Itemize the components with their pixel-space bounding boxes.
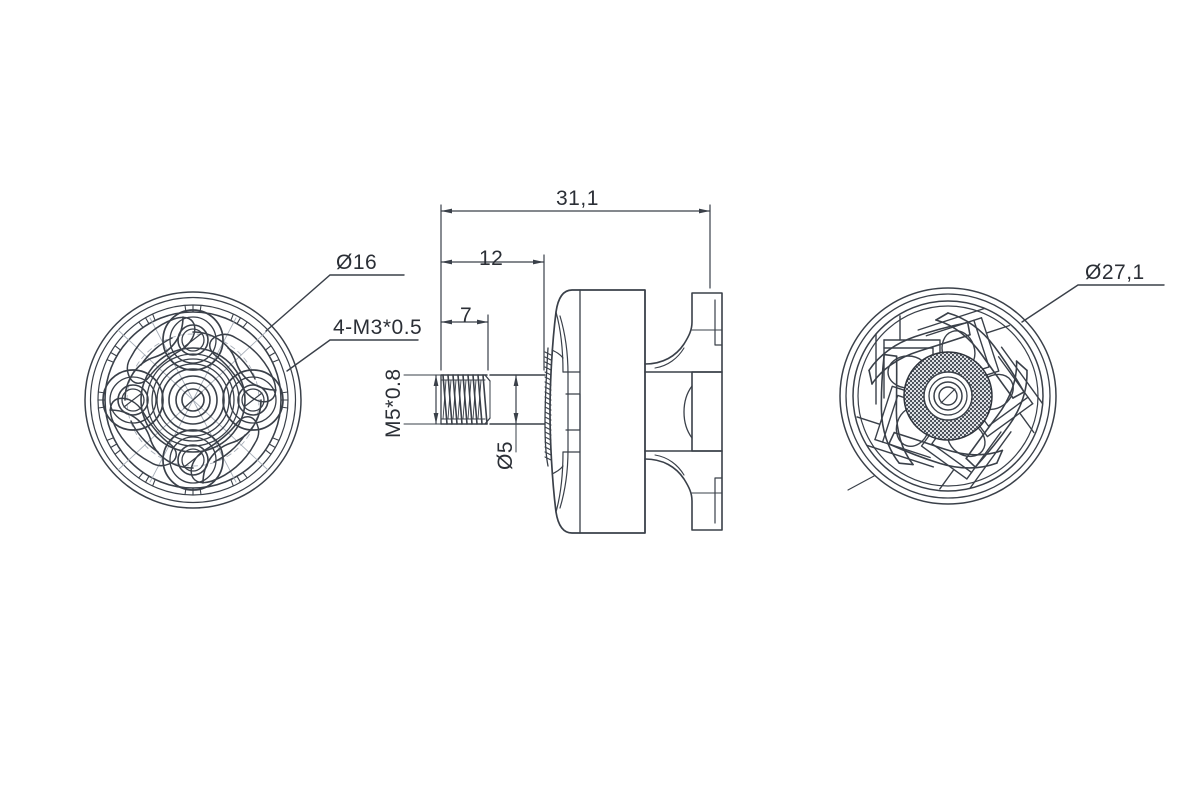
label-mount-thread: 4-M3*0.5 [333, 316, 422, 339]
bell-outer-circle [839, 287, 1057, 505]
left-view-annotations [265, 274, 419, 372]
leader-bell-diameter [1021, 284, 1165, 323]
thread-crests [442, 374, 488, 425]
bell-rim-inner-circle [857, 305, 1039, 487]
leader-mount-thread [286, 339, 419, 372]
label-thread-length: 7 [460, 304, 472, 327]
hub-slash [183, 391, 203, 409]
bell-outer-inner-circle [845, 293, 1051, 499]
label-bell-diameter: Ø27,1 [1085, 261, 1145, 284]
thread-roots [442, 379, 482, 420]
mounting-boss-south [162, 429, 224, 491]
outer-rim-inner-circle [89, 296, 297, 504]
bell-web-detail [551, 311, 581, 513]
motor-body-outline [549, 289, 646, 534]
middle-view-dimensions [403, 204, 711, 453]
label-shaft-protrusion: 12 [479, 247, 503, 270]
bell-edge-tick [847, 475, 875, 491]
label-shaft-thread: M5*0.8 [382, 368, 405, 438]
leader-bore-diameter [265, 274, 405, 332]
shaft-threaded-portion [440, 374, 488, 425]
label-shaft-diameter: Ø5 [494, 441, 517, 470]
middle-view-side-section [440, 289, 723, 534]
bell-spokes [868, 312, 1028, 469]
label-bore-diameter: Ø16 [336, 251, 377, 274]
mounting-flange [644, 292, 723, 531]
right-view-annotations [1021, 284, 1165, 323]
left-view-mounting-face [84, 291, 302, 509]
central-hub-bore [140, 347, 246, 453]
mounting-boss-group [102, 309, 284, 491]
mounting-boss-east [222, 369, 284, 431]
mounting-boss-west [102, 369, 164, 431]
outer-rim-circle [84, 291, 302, 509]
right-view-bell-face [839, 287, 1057, 505]
mounting-boss-north [162, 309, 224, 371]
bell-hub-slash [940, 388, 956, 404]
bell-center-hub [923, 371, 973, 421]
label-overall-length: 31,1 [556, 187, 599, 210]
bell-rim-circle [852, 300, 1044, 492]
